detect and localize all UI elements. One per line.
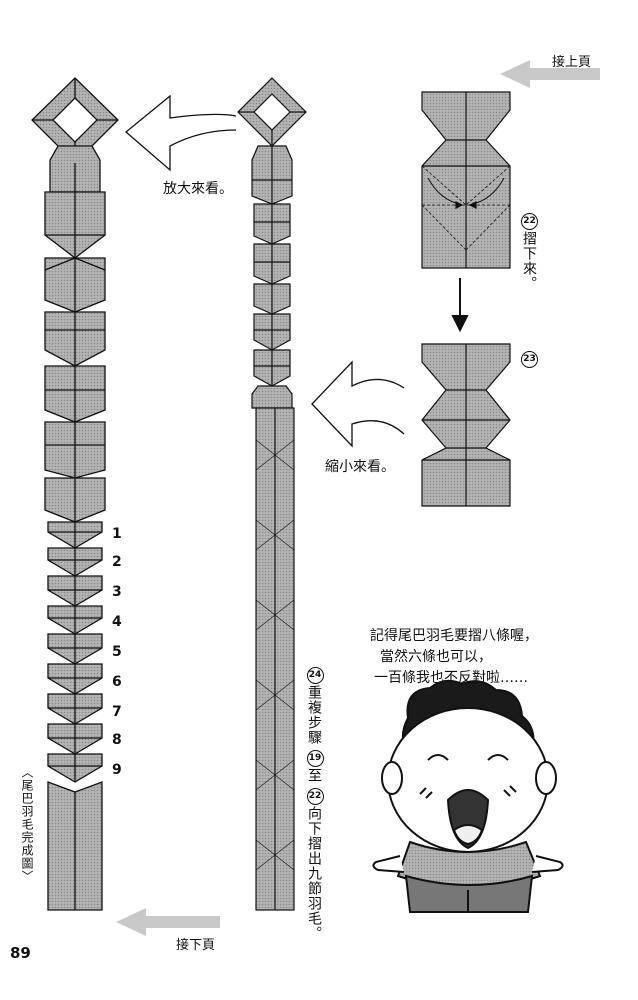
step23-number-wrap: 23 (521, 346, 538, 369)
next-page-label[interactable]: 接下頁 (176, 938, 216, 953)
completed-tail-caption: 〈尾巴羽毛完成圖〉 (20, 766, 34, 883)
step24-ref-a: 19 (306, 750, 324, 767)
completed-tail-figure (31, 77, 119, 911)
prev-page-label[interactable]: 接上頁 (552, 55, 592, 70)
step24-caption: 24 重複步驟 19 至 22 向下摺出九節羽毛。 (306, 662, 324, 941)
step22-number: 22 (521, 213, 538, 230)
enlarge-caption: 放大來看。 (163, 181, 233, 197)
shrink-caption: 縮小來看。 (325, 459, 395, 475)
down-arrow (451, 278, 469, 333)
feather-number: 4 (112, 614, 122, 630)
step24-text-c: 向下摺出九節羽毛。 (306, 806, 322, 941)
feather-number: 3 (112, 584, 122, 600)
step23-number: 23 (521, 351, 538, 368)
cartoon-character (372, 679, 564, 913)
feather-number: 5 (112, 644, 122, 660)
step22-caption: 22 摺下來。 (521, 208, 539, 291)
feather-number: 8 (112, 732, 122, 748)
page-number: 89 (10, 944, 31, 962)
step23-figure (421, 343, 511, 507)
speech-line-2: 當然六條也可以， (380, 649, 492, 665)
enlarge-arrow (124, 94, 237, 172)
speech-bubble: 記得尾巴羽毛要摺八條喔， 當然六條也可以， 一百條我也不反對啦…… (370, 626, 538, 689)
shrink-arrow (311, 360, 405, 448)
next-page-arrow (116, 908, 220, 936)
step24-text-a: 重複步驟 (306, 685, 322, 745)
step22-figure (421, 91, 511, 269)
feather-number: 2 (112, 554, 122, 570)
step24-text-b: 至 (306, 768, 322, 783)
speech-line-3: 一百條我也不反對啦…… (374, 670, 528, 686)
feather-number: 9 (112, 762, 122, 778)
prev-page-arrow (500, 60, 600, 88)
step24-ref-b: 22 (306, 788, 324, 805)
feather-number: 6 (112, 674, 122, 690)
step22-text: 摺下來。 (521, 231, 537, 291)
step24-number: 24 (306, 667, 324, 684)
feather-number: 7 (112, 704, 122, 720)
feather-number: 1 (112, 526, 122, 542)
speech-line-1: 記得尾巴羽毛要摺八條喔， (370, 628, 538, 644)
long-strip-figure (237, 77, 307, 911)
